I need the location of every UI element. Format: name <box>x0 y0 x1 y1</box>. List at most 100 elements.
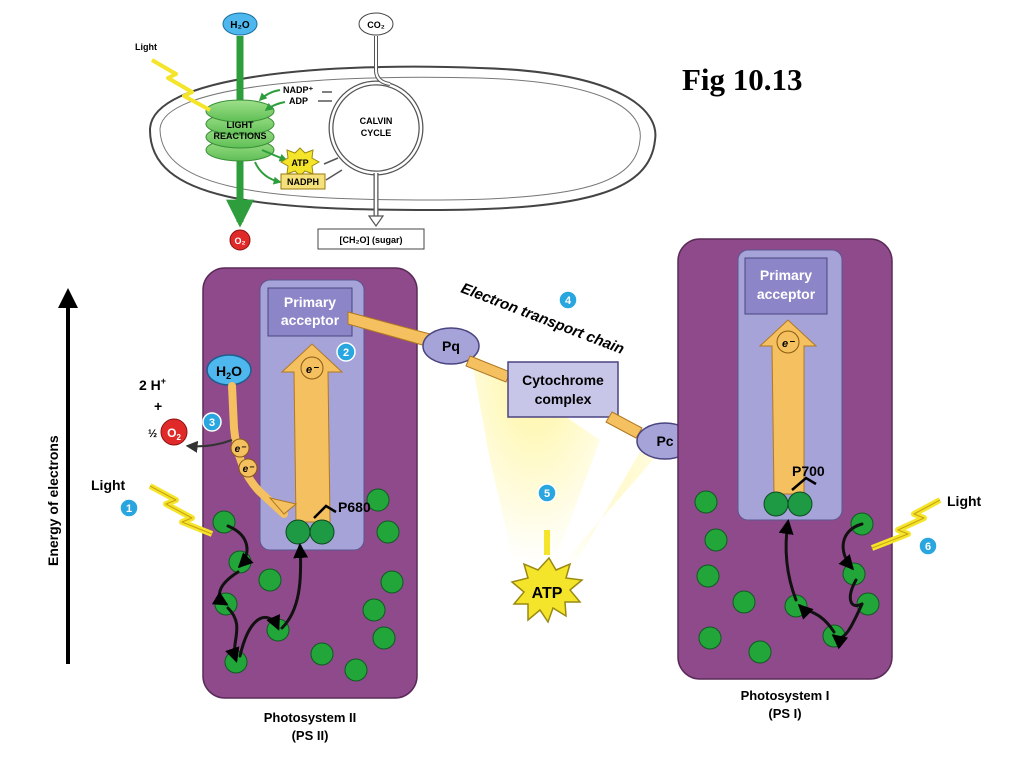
p700-label: P700 <box>792 463 825 479</box>
nadph-label: NADPH <box>287 177 319 187</box>
psii-oxygen-icon <box>160 418 188 446</box>
psi-pigment <box>698 626 722 650</box>
light-reactions-label-2: REACTIONS <box>213 131 266 141</box>
sugar-label: [CH₂O] (sugar) <box>340 235 403 245</box>
psii-pigment <box>380 570 404 594</box>
overview-diagram: H₂O LIGHT REACTIONS Light O₂ CALVIN CYCL… <box>135 12 657 251</box>
psii-pigment <box>366 488 390 512</box>
psi-electron-icon <box>776 330 800 354</box>
chloroplast-inner-outline <box>159 76 641 201</box>
psi-primary-acceptor-label-1: Primary <box>760 267 812 283</box>
step-1-label: 1 <box>126 503 132 515</box>
psi-primary-acceptor-label-2: acceptor <box>757 286 816 302</box>
cytochrome-complex-box <box>507 361 619 418</box>
p680-label: P680 <box>338 499 371 515</box>
p680-chlorophyll-b <box>309 519 335 545</box>
psii-excitation-arrow <box>280 343 344 523</box>
plastoquinone-carrier <box>422 327 480 365</box>
overview-light-icon <box>150 58 211 112</box>
p700-pointer <box>791 476 817 491</box>
psii-pigment <box>212 510 236 534</box>
psi-antenna-pigments <box>694 490 880 664</box>
step-1-badge <box>119 498 139 518</box>
psi-pigment <box>696 564 720 588</box>
co2-molecule-icon <box>358 12 394 36</box>
psi-pigment <box>856 592 880 616</box>
thylakoid-stack-icon <box>205 99 275 162</box>
atp-burst-icon <box>510 556 584 624</box>
psii-pigment <box>372 626 396 650</box>
calvin-cycle-label-1: CALVIN <box>360 116 393 126</box>
cytochrome-to-pc-arrow <box>605 411 643 439</box>
step-5-label: 5 <box>544 488 550 500</box>
step-3-badge <box>202 412 222 432</box>
nadph-output-arrow <box>254 161 282 185</box>
psi-light-label: Light <box>947 493 982 509</box>
psii-pigment <box>362 598 386 622</box>
psi-pigment <box>694 490 718 514</box>
psi-excitation-arrow <box>758 319 818 495</box>
water-label: H₂O <box>230 20 250 31</box>
overview-atp-label: ATP <box>291 158 308 168</box>
p680-chlorophyll-a <box>285 519 311 545</box>
protons-label: 2 H+ <box>139 376 166 393</box>
step-3-label: 3 <box>209 417 215 429</box>
psi-primary-acceptor-box <box>744 257 828 315</box>
light-reactions-label-1: LIGHT <box>227 120 254 130</box>
overview-oxygen-icon <box>229 229 251 251</box>
cytochrome-label-1: Cytochrome <box>522 372 604 388</box>
water-molecule-icon <box>222 12 258 36</box>
step-5-badge <box>537 483 557 503</box>
p700-chlorophyll-b <box>787 491 813 517</box>
step-2-label: 2 <box>343 347 349 359</box>
figure-label: Fig 10.13 <box>682 62 803 97</box>
half-label: ½ <box>148 428 157 440</box>
cytochrome-label-2: complex <box>535 391 592 407</box>
pq-to-cytochrome-arrow <box>465 355 511 383</box>
psii-oxygen-label: O2 <box>167 426 181 442</box>
psii-electron-icon <box>300 356 324 380</box>
psii-primary-acceptor-label-2: acceptor <box>281 312 340 328</box>
psii-energy-transfer-arrows <box>211 524 309 663</box>
psi-pigment <box>704 528 728 552</box>
adp-label: ADP <box>289 96 308 106</box>
psii-pigment <box>376 520 400 544</box>
psii-name: Photosystem II <box>264 710 356 725</box>
psii-abbr: (PS II) <box>292 728 329 743</box>
psii-water-label: H2O <box>216 363 242 381</box>
water-electron-1-icon <box>230 438 250 458</box>
pq-label: Pq <box>442 338 460 354</box>
pc-label: Pc <box>656 433 673 449</box>
step-2-badge <box>336 342 356 362</box>
water-electron-1-label: e⁻ <box>235 444 248 455</box>
atp-glow <box>470 352 600 590</box>
p680-pointer <box>313 504 337 519</box>
water-electron-2-icon <box>238 458 258 478</box>
step-6-badge <box>918 536 938 556</box>
psii-primary-acceptor-box <box>267 287 353 337</box>
atp-output-arrow <box>261 149 288 162</box>
psii-pigment <box>310 642 334 666</box>
water-electron-2-label: e⁻ <box>243 464 256 475</box>
psi-abbr: (PS I) <box>768 706 801 721</box>
psii-electron-label: e⁻ <box>306 364 319 376</box>
oxygen-release-arrow <box>185 439 233 453</box>
psi-pigment <box>748 640 772 664</box>
psi-name: Photosystem I <box>741 688 830 703</box>
adp-return-arrow <box>264 101 286 111</box>
step-6-label: 6 <box>925 541 931 553</box>
overview-light-label: Light <box>135 42 157 52</box>
psii-primary-acceptor-label-1: Primary <box>284 294 336 310</box>
energy-axis-label: Energy of electrons <box>45 435 61 566</box>
nadph-box <box>280 173 326 190</box>
psi-pigment <box>732 590 756 614</box>
nadp-return-arrow <box>258 89 281 102</box>
psii-pigment <box>344 658 368 682</box>
atp-label: ATP <box>532 585 563 602</box>
calvin-cycle-label-2: CYCLE <box>361 128 392 138</box>
sugar-box <box>317 228 425 250</box>
electron-transport-chain-label: Electron transport chain <box>459 280 627 358</box>
nadp-label: NADP⁺ <box>283 85 314 95</box>
